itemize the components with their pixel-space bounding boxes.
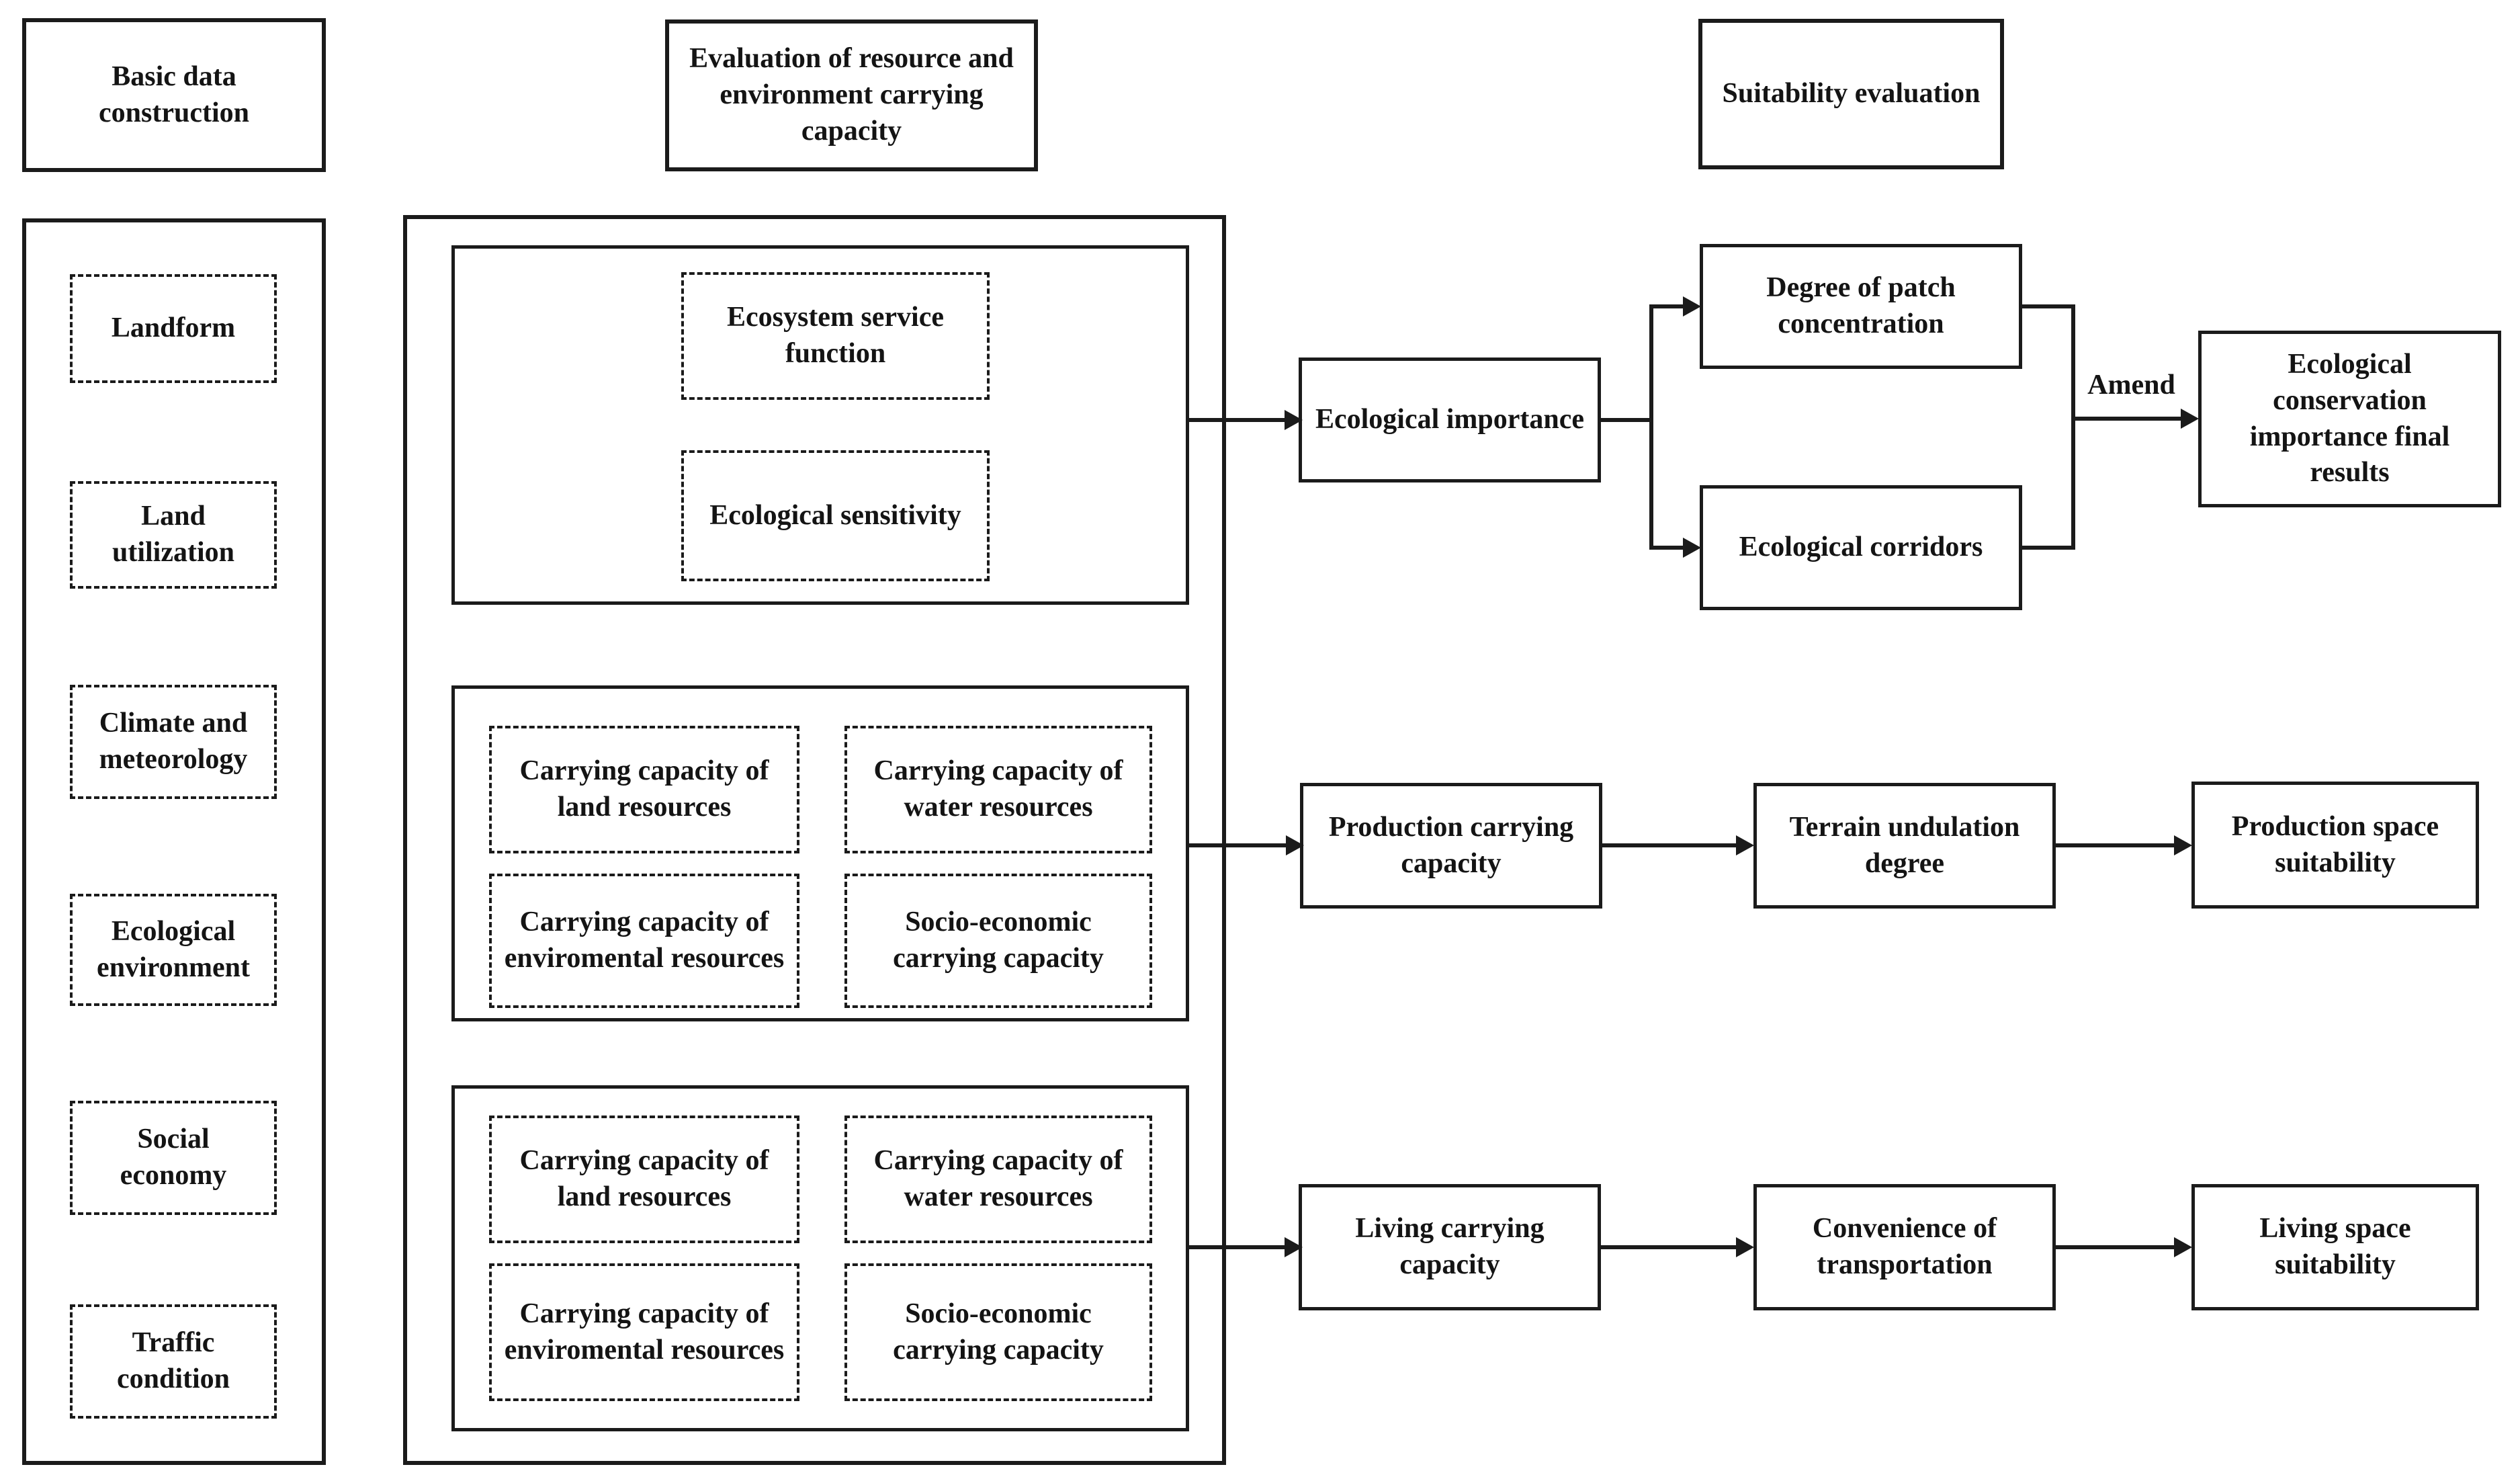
basic-item-land-utilization: Land utilization bbox=[70, 481, 277, 589]
living-section bbox=[451, 1085, 1189, 1431]
arrowhead-to-corridors bbox=[1683, 538, 1701, 558]
connector-branch-to-corridors bbox=[1649, 546, 1684, 550]
connector-corridors-to-merge bbox=[2022, 546, 2075, 550]
basic-item-ecological-environment: Ecological environment bbox=[70, 894, 277, 1006]
node-production-space-suitability: Production space suitability bbox=[2191, 782, 2479, 909]
amend-label: Amend bbox=[2087, 370, 2175, 401]
basic-data-header: Basic data construction bbox=[22, 18, 326, 172]
living-water-resources: Carrying capacity of water resources bbox=[844, 1116, 1152, 1243]
connector-convenience-to-living-space bbox=[2056, 1245, 2176, 1249]
basic-item-landform: Landform bbox=[70, 274, 277, 383]
ecological-section bbox=[451, 245, 1189, 605]
basic-item-climate-meteorology: Climate and meteorology bbox=[70, 685, 277, 799]
production-socio-economic: Socio-economic carrying capacity bbox=[844, 874, 1152, 1008]
arrowhead-to-terrain bbox=[1736, 835, 1754, 855]
connector-eval-to-importance bbox=[1189, 418, 1287, 422]
production-enviromental-resources: Carrying capacity of enviromental resour… bbox=[489, 874, 799, 1008]
arrowhead-to-degree bbox=[1683, 296, 1701, 317]
ecological-sensitivity: Ecological sensitivity bbox=[681, 450, 990, 581]
node-production-carrying-capacity: Production carrying capacity bbox=[1300, 783, 1602, 909]
node-living-space-suitability: Living space suitability bbox=[2191, 1184, 2479, 1310]
connector-eval-to-production bbox=[1189, 843, 1288, 847]
living-enviromental-resources: Carrying capacity of enviromental resour… bbox=[489, 1263, 799, 1401]
node-living-carrying-capacity: Living carrying capacity bbox=[1299, 1184, 1601, 1310]
connector-production-to-terrain bbox=[1602, 843, 1738, 847]
connector-degree-to-merge bbox=[2022, 304, 2075, 308]
connector-importance-to-branch bbox=[1601, 418, 1653, 422]
merge-vertical-line bbox=[2071, 304, 2075, 550]
node-final-results: Ecological conservation importance final… bbox=[2198, 331, 2501, 507]
living-socio-economic: Socio-economic carrying capacity bbox=[844, 1263, 1152, 1401]
node-convenience-transportation: Convenience of transportation bbox=[1753, 1184, 2056, 1310]
evaluation-outer-container bbox=[403, 215, 1226, 1465]
arrowhead-to-convenience bbox=[1736, 1237, 1754, 1257]
arrowhead-to-final-results bbox=[2181, 409, 2199, 429]
node-ecological-importance: Ecological importance bbox=[1299, 358, 1601, 482]
node-terrain-undulation-degree: Terrain undulation degree bbox=[1753, 783, 2056, 909]
connector-amend-arrow bbox=[2071, 417, 2183, 421]
production-land-resources: Carrying capacity of land resources bbox=[489, 726, 799, 853]
production-section bbox=[451, 685, 1189, 1021]
arrowhead-to-living bbox=[1285, 1237, 1303, 1257]
suitability-header: Suitability evaluation bbox=[1698, 19, 2004, 169]
branch-vertical-line bbox=[1649, 304, 1653, 550]
connector-branch-to-degree bbox=[1649, 304, 1684, 308]
arrowhead-to-production bbox=[1286, 835, 1304, 855]
ecosystem-service-function: Ecosystem service function bbox=[681, 272, 990, 400]
basic-data-container bbox=[22, 218, 326, 1465]
node-ecological-corridors: Ecological corridors bbox=[1700, 485, 2022, 610]
arrowhead-to-living-space bbox=[2174, 1237, 2192, 1257]
arrowhead-to-production-space bbox=[2174, 835, 2192, 855]
basic-item-traffic-condition: Traffic condition bbox=[70, 1304, 277, 1419]
arrowhead-to-importance bbox=[1285, 410, 1303, 430]
connector-living-to-convenience bbox=[1601, 1245, 1738, 1249]
node-degree-patch-concentration: Degree of patch concentration bbox=[1700, 244, 2022, 369]
evaluation-header: Evaluation of resource and environment c… bbox=[665, 19, 1038, 171]
connector-eval-to-living bbox=[1189, 1245, 1287, 1249]
connector-terrain-to-production-space bbox=[2056, 843, 2176, 847]
production-water-resources: Carrying capacity of water resources bbox=[844, 726, 1152, 853]
basic-item-social-economy: Social economy bbox=[70, 1101, 277, 1215]
living-land-resources: Carrying capacity of land resources bbox=[489, 1116, 799, 1243]
